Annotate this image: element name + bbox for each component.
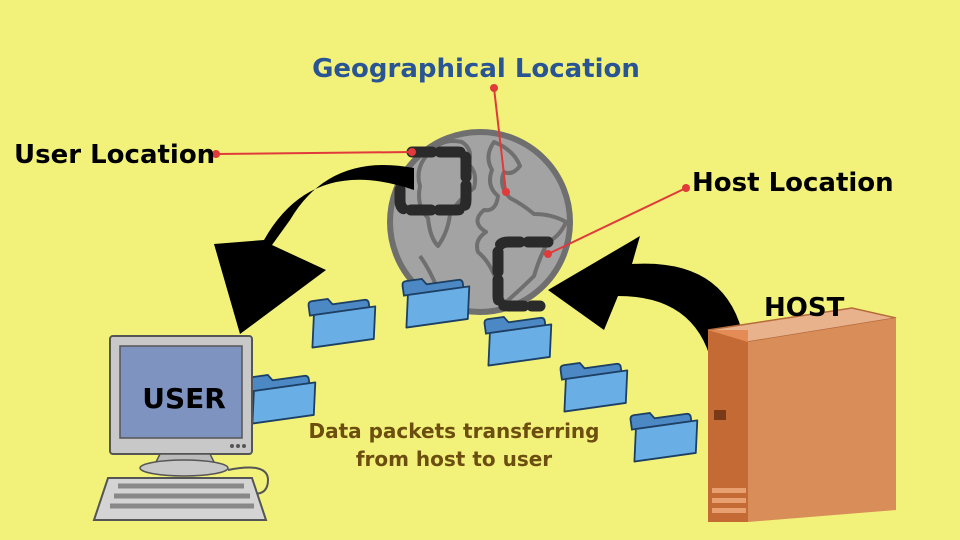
arrow-icon <box>214 164 414 334</box>
computer-icon <box>92 335 270 521</box>
folder-icon <box>557 355 633 413</box>
folder-icon <box>481 309 557 367</box>
user-location-label: User Location <box>14 140 215 170</box>
user-label: USER <box>142 382 226 415</box>
host-label: HOST <box>764 293 845 323</box>
route-path <box>394 146 554 312</box>
folder-icon <box>627 405 703 463</box>
folder-icon <box>305 291 381 349</box>
pointer-lines <box>212 84 690 258</box>
server-icon <box>707 307 897 522</box>
globe-icon <box>387 129 573 315</box>
arrow-icon <box>548 236 744 392</box>
caption-line-2: from host to user <box>356 447 552 471</box>
caption-line-1: Data packets transferring <box>308 419 599 443</box>
geographical-location-label: Geographical Location <box>312 54 640 84</box>
folder-icon <box>245 367 321 425</box>
host-location-label: Host Location <box>692 168 894 198</box>
